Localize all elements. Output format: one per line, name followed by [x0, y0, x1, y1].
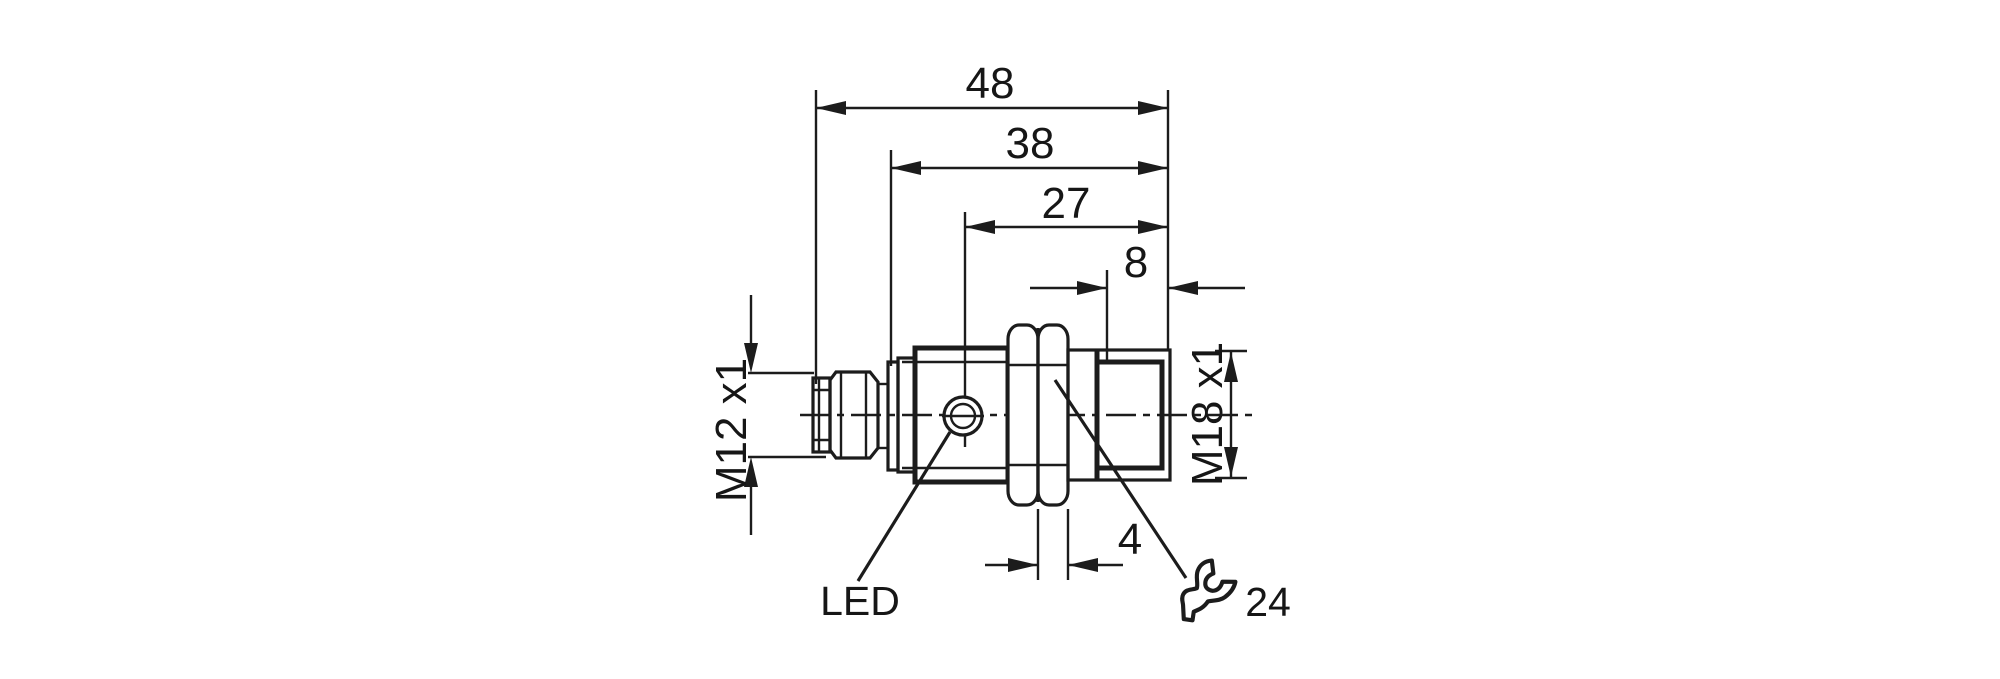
- arrowhead-up: [744, 457, 758, 487]
- dimension-overall-length: 48: [816, 59, 1168, 115]
- dimension-led-to-tip: 27: [965, 179, 1168, 234]
- thread-crest-outline: [1066, 348, 1172, 482]
- arrowhead-left: [965, 220, 995, 234]
- sensor-outline: [811, 323, 1172, 507]
- m18-threaded-tip: [1066, 348, 1172, 482]
- dimension-housing-length-value: 38: [1006, 119, 1055, 168]
- arrowhead-left: [1008, 558, 1038, 572]
- dimension-thread-length: 8: [1030, 238, 1245, 295]
- dimension-nut-thickness: 4: [985, 515, 1142, 572]
- hex-nut: [1006, 323, 1070, 507]
- arrowhead-down: [744, 343, 758, 373]
- dimension-nut-thickness-value: 4: [1118, 515, 1142, 564]
- arrowhead-up: [1224, 352, 1238, 382]
- dimension-thread-length-value: 8: [1124, 238, 1148, 287]
- arrowhead-left: [891, 161, 921, 175]
- thread-root-outline: [1094, 359, 1165, 471]
- dimension-connector-thread: M12 x1: [707, 295, 826, 535]
- arrowhead-right: [1138, 101, 1168, 115]
- arrowhead-right: [1138, 161, 1168, 175]
- wrench-callout: 24: [1053, 379, 1291, 625]
- dimension-overall-length-value: 48: [966, 59, 1015, 108]
- connector-thread-label: M12 x1: [707, 358, 756, 502]
- arrowhead-left: [1077, 281, 1107, 295]
- arrowhead-left: [816, 101, 846, 115]
- connector-hex: [828, 370, 880, 460]
- led-indicator: [942, 395, 984, 437]
- nut-column-left: [1006, 323, 1040, 507]
- led-leader-line: [856, 431, 952, 582]
- wrench-leader-line: [1053, 379, 1188, 579]
- dimension-led-to-tip-value: 27: [1042, 179, 1091, 228]
- nut-column-right: [1036, 323, 1070, 507]
- arrowhead-right: [1168, 281, 1198, 295]
- arrowhead-right: [1138, 220, 1168, 234]
- dimension-housing-length: 38: [891, 119, 1168, 175]
- led-label: LED: [820, 578, 900, 624]
- hex-outline: [828, 370, 880, 460]
- wrench-icon-shape: [1180, 558, 1238, 623]
- extension-lines: [814, 90, 1170, 580]
- led-callout: LED: [820, 431, 952, 624]
- arrowhead-right: [1068, 558, 1098, 572]
- wrench-icon: [1180, 558, 1238, 623]
- arrowhead-down: [1224, 447, 1238, 477]
- wrench-size-label: 24: [1245, 579, 1291, 625]
